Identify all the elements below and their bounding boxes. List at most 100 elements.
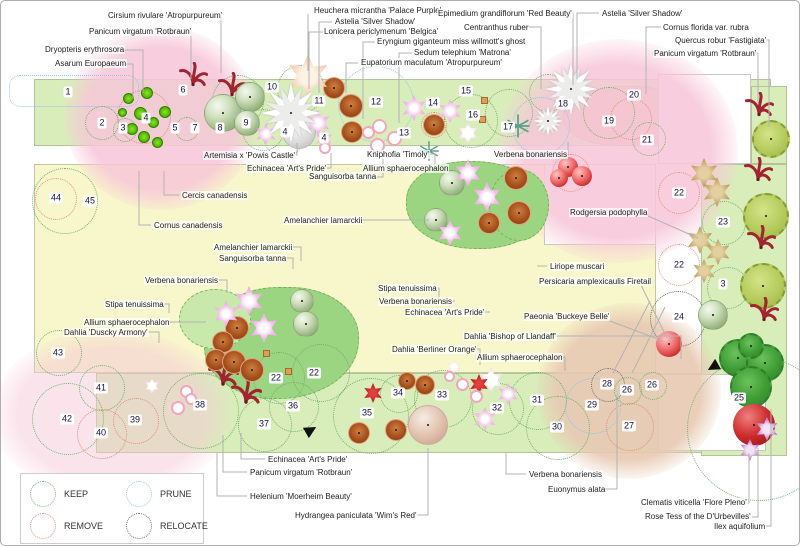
plant-label: Cornus florida var. rubra bbox=[662, 23, 750, 32]
greendot-icon bbox=[117, 107, 127, 117]
legend-label-prune: PRUNE bbox=[160, 489, 192, 499]
plant-number-chip: 31 bbox=[529, 394, 545, 406]
plant-number-chip: 9 bbox=[241, 117, 251, 129]
plant-label: Dahlia 'Berliner Orange' bbox=[391, 345, 478, 354]
plant-label: Stipa tenuissima bbox=[104, 300, 165, 309]
plant-number-chip: 16 bbox=[465, 109, 481, 121]
plant-label: Dahlia 'Duscky Armony' bbox=[63, 328, 149, 337]
plant-label: Allium sphaerocephalon bbox=[83, 318, 171, 327]
plant-number-chip: 43 bbox=[50, 347, 66, 359]
rust-icon bbox=[323, 77, 345, 99]
prune-circle-icon bbox=[126, 481, 152, 507]
palm-icon bbox=[230, 377, 263, 410]
rust-icon bbox=[504, 166, 528, 190]
plant-label: Panicum virgatum 'Rotbraun' bbox=[249, 468, 354, 477]
plant-number-chip: 8 bbox=[215, 122, 225, 134]
rust-icon bbox=[341, 121, 363, 143]
rust-icon bbox=[240, 358, 264, 382]
plant-number-chip: 41 bbox=[93, 382, 109, 394]
keep-circle-icon bbox=[30, 481, 56, 507]
plant-label: Astelia 'Silver Shadow' bbox=[334, 17, 417, 26]
plant-number-chip: 14 bbox=[425, 97, 441, 109]
greendot-icon bbox=[141, 87, 153, 99]
plant-label: Sanguisorba tanna bbox=[308, 172, 378, 181]
palm-icon bbox=[743, 156, 774, 187]
plant-number-chip: 11 bbox=[312, 95, 326, 107]
plant-number-chip: 5 bbox=[170, 122, 180, 134]
plant-label: Epimedium grandiflorum 'Red Beauty' bbox=[437, 9, 573, 18]
plant-number-chip: 21 bbox=[639, 134, 655, 146]
pinkring-icon bbox=[469, 389, 483, 403]
plant-number-chip: 30 bbox=[549, 421, 565, 433]
plant-number-chip: 7 bbox=[190, 122, 200, 134]
plant-label: Sedum telephium 'Matrona' bbox=[413, 48, 512, 57]
plant-number-chip: 45 bbox=[82, 195, 98, 207]
plant-label: Verbena bonariensis bbox=[378, 297, 453, 306]
plant-label: Euonymus alata bbox=[547, 485, 607, 494]
plant-label: Sanguisorba tanna bbox=[218, 254, 288, 263]
plant-label: Hydrangea paniculata 'Wim's Red' bbox=[294, 511, 418, 520]
plant-label: Dahlia 'Bishop of Llandaff' bbox=[463, 332, 557, 341]
olive-tree-icon bbox=[740, 263, 786, 309]
plant-label: Stipa tenuissima bbox=[377, 284, 438, 293]
redball-icon bbox=[550, 169, 568, 187]
plant-number-chip: 33 bbox=[434, 389, 450, 401]
plant-label: Rose Tess of the D'Urbevilles' bbox=[644, 512, 752, 521]
greendot-icon bbox=[126, 123, 138, 135]
plant-number-chip: 26 bbox=[619, 384, 635, 396]
rust-icon bbox=[507, 201, 531, 225]
rust-icon bbox=[478, 212, 500, 234]
legend-label-keep: KEEP bbox=[64, 489, 89, 499]
greendot-icon bbox=[138, 131, 150, 143]
plant-label: Quercus robur 'Fastigiata' bbox=[674, 36, 768, 45]
remove-marker-circle bbox=[421, 112, 447, 138]
plant-label: Eryngium giganteum miss willmott's ghost bbox=[376, 37, 527, 46]
plant-label: Artemisia x 'Powis Castle' bbox=[203, 151, 297, 160]
plant-number-chip: 29 bbox=[584, 399, 600, 411]
plant-number-chip: 20 bbox=[626, 89, 642, 101]
burst-icon bbox=[533, 106, 563, 136]
olive-tree-icon bbox=[752, 120, 790, 158]
greendot-icon bbox=[151, 136, 163, 148]
plant-number-chip: 1 bbox=[63, 86, 73, 98]
plant-label: Paeonia 'Buckeye Belle' bbox=[523, 312, 611, 321]
plant-label: Heuchera micrantha 'Palace Purple' bbox=[313, 6, 443, 15]
holly-tree-icon bbox=[738, 333, 764, 359]
pinkring-icon bbox=[319, 142, 331, 154]
plant-number-chip: 25 bbox=[731, 392, 747, 404]
plant-label: Clematis viticella 'Flore Pleno' bbox=[640, 498, 748, 507]
plant-number-chip: 4 bbox=[141, 112, 151, 124]
plant-number-chip: 22 bbox=[671, 187, 687, 199]
plant-number-chip: 22 bbox=[268, 372, 284, 384]
plant-number-chip: 19 bbox=[601, 115, 617, 127]
rust-icon bbox=[423, 114, 445, 136]
rust-icon bbox=[415, 375, 435, 395]
sphere-icon bbox=[293, 311, 319, 337]
plant-label: Panicum virgatum 'Rotbraun' bbox=[88, 27, 193, 36]
plant-number-chip: 22 bbox=[306, 367, 322, 379]
plant-label: Panicum virgatum 'Rotbraun' bbox=[653, 49, 758, 58]
plant-number-chip: 24 bbox=[671, 311, 687, 323]
plant-number-chip: 15 bbox=[458, 85, 474, 97]
pinkring-icon bbox=[371, 118, 387, 134]
rust-icon bbox=[385, 419, 407, 441]
plant-label: Verbena bonariensis bbox=[144, 276, 219, 285]
redball-icon bbox=[656, 331, 682, 357]
plant-number-chip: 34 bbox=[390, 387, 406, 399]
burst-icon bbox=[261, 83, 321, 143]
legend-box: KEEP PRUNE REMOVE RELOCATE bbox=[20, 473, 208, 544]
plant-label: Eupatorium maculatum 'Atropurpureum' bbox=[360, 58, 503, 67]
plant-label: Centranthus ruber bbox=[463, 23, 530, 32]
palm-icon bbox=[746, 224, 777, 255]
plant-label: Rodgersia podophylla bbox=[569, 208, 649, 217]
plant-number-chip: 13 bbox=[396, 127, 412, 139]
square-icon bbox=[480, 96, 488, 104]
plant-number-chip: 37 bbox=[256, 418, 272, 430]
plant-number-chip: 4 bbox=[280, 126, 290, 138]
plant-label: Kniphofia 'Timoly' bbox=[366, 150, 430, 159]
plant-number-chip: 26 bbox=[644, 379, 660, 391]
plant-label: Persicaria amplexicaulis Firetail bbox=[538, 277, 653, 286]
plant-number-chip: 42 bbox=[59, 413, 75, 425]
palm-icon bbox=[744, 91, 775, 122]
palm-icon bbox=[749, 296, 780, 327]
